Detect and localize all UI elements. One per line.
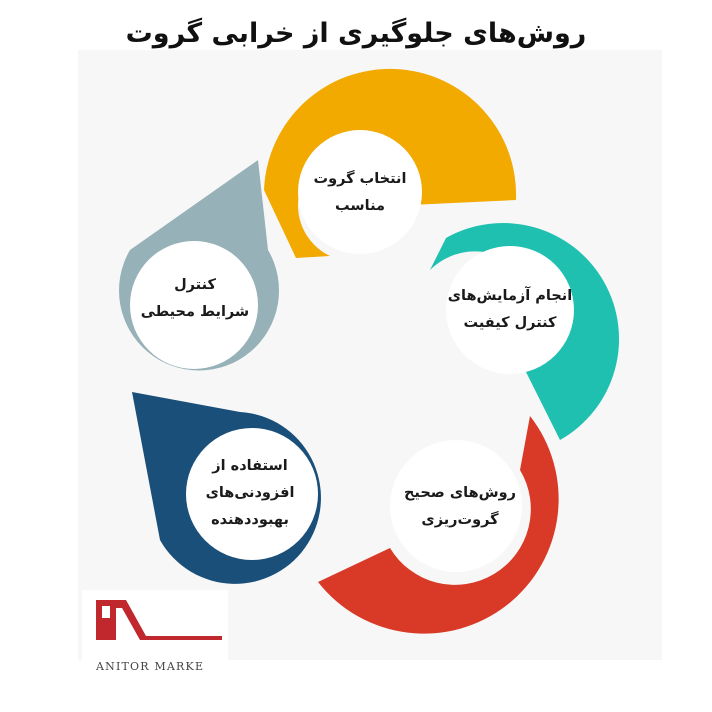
logo-text: ANITOR MARKE <box>96 660 205 673</box>
step-label-5: کنترل شرایط محیطی <box>140 277 250 320</box>
step-shape-1 <box>264 68 517 258</box>
step-label-2: انجام آزمایش‌های کنترل کیفیت <box>447 288 573 331</box>
page-title: روش‌های جلوگیری از خرابی گروت <box>125 18 587 49</box>
company-logo <box>82 590 228 676</box>
logo-mark-icon <box>96 600 222 640</box>
step-label-4: استفاده از افزودنی‌های بهبوددهنده <box>205 458 295 528</box>
step-shape-2 <box>430 222 620 440</box>
step-label-3: روش‌های صحیح گروت‌ریزی <box>403 485 517 528</box>
step-shape-5 <box>119 160 279 371</box>
step-shape-4 <box>132 392 321 584</box>
step-shape-3 <box>318 416 559 634</box>
step-label-1: انتخاب گروت مناسب <box>313 171 407 214</box>
